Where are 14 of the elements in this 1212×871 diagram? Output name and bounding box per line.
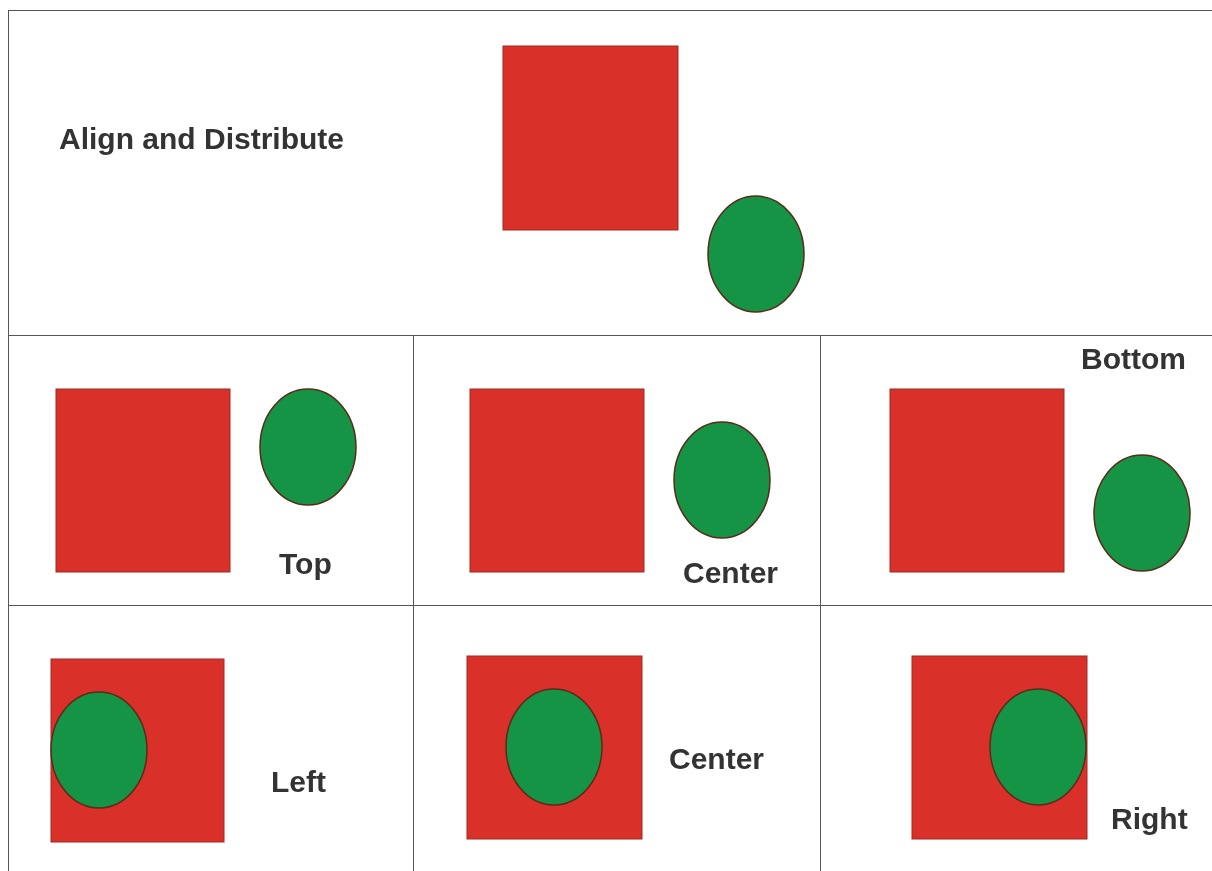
alignment-label: Top [279,546,332,582]
panel [820,605,1212,871]
panel [8,335,413,605]
panel [820,335,1212,605]
alignment-label: Left [271,764,326,800]
alignment-label: Center [683,555,779,591]
panel [8,10,1212,335]
alignment-label: Right [1111,801,1188,837]
alignment-label: Bottom [1081,341,1186,377]
panel [413,605,820,871]
panel [413,335,820,605]
panel [8,605,413,871]
alignment-label: Center [669,741,765,777]
panel-title: Align and Distribute [59,121,344,157]
